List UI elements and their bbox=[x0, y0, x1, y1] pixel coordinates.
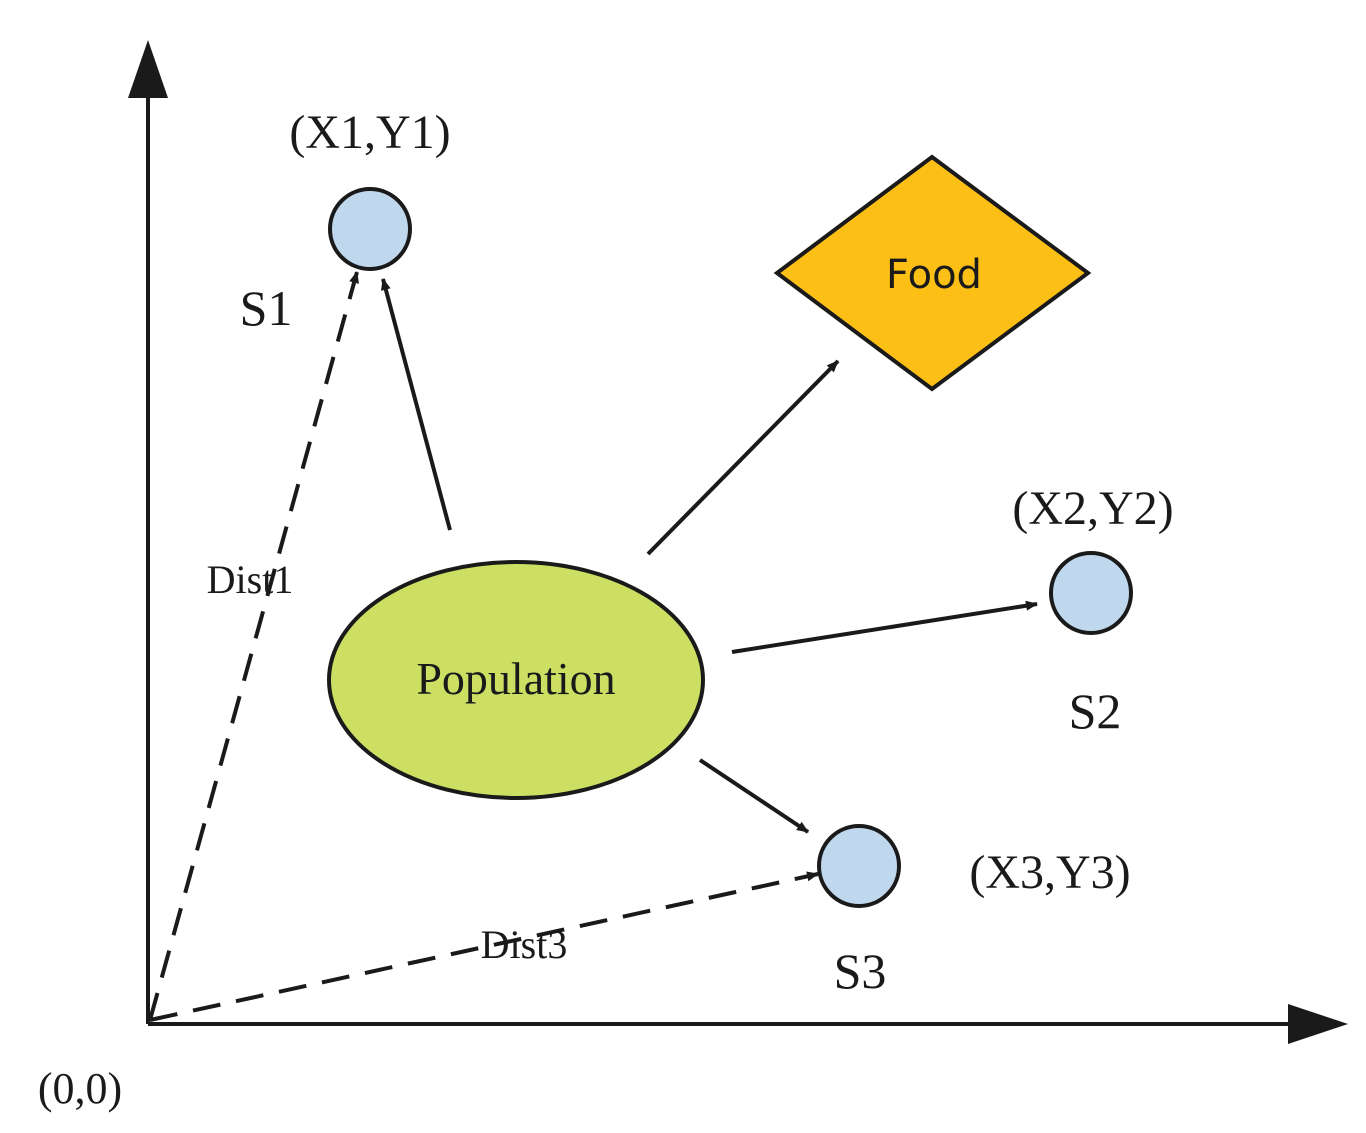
agent-s2-circle bbox=[1049, 551, 1133, 635]
arrow-to-s1 bbox=[381, 278, 452, 531]
agent-s3: (X3,Y3) S3 bbox=[817, 824, 1131, 999]
population-label: Population bbox=[416, 653, 615, 704]
dist3-label: Dist3 bbox=[481, 922, 568, 967]
food-node: Food bbox=[773, 154, 1092, 392]
agent-s1: (X1,Y1) S1 bbox=[240, 106, 451, 336]
x-axis-arrowhead bbox=[1288, 1004, 1348, 1044]
agent-s3-coords: (X3,Y3) bbox=[969, 846, 1130, 899]
arrow-to-s3 bbox=[698, 758, 810, 834]
population-ellipse bbox=[327, 560, 705, 800]
distance-vectors bbox=[148, 271, 819, 1022]
arrow-to-s2 bbox=[731, 600, 1038, 654]
food-label: Food bbox=[886, 252, 982, 298]
agent-s2-coords: (X2,Y2) bbox=[1012, 482, 1173, 535]
agent-s1-name: S1 bbox=[240, 280, 293, 336]
food-diamond bbox=[773, 154, 1092, 392]
origin-label: (0,0) bbox=[38, 1064, 122, 1113]
axes bbox=[128, 40, 1348, 1044]
movement-arrows bbox=[381, 278, 1038, 834]
dist1-dashed-arrow bbox=[148, 271, 359, 1021]
y-axis-arrowhead bbox=[128, 40, 168, 98]
dist1-label: Dist1 bbox=[207, 557, 294, 602]
arrow-to-food bbox=[646, 359, 840, 556]
agent-s1-circle bbox=[328, 187, 412, 271]
agent-s1-coords: (X1,Y1) bbox=[289, 106, 450, 159]
agent-s3-circle bbox=[817, 824, 901, 908]
agent-s3-name: S3 bbox=[834, 943, 887, 999]
population-node: Population bbox=[327, 560, 705, 800]
agent-s2: (X2,Y2) S2 bbox=[1012, 482, 1173, 739]
agent-s2-name: S2 bbox=[1069, 683, 1122, 739]
dist3-dashed-arrow bbox=[149, 871, 819, 1022]
